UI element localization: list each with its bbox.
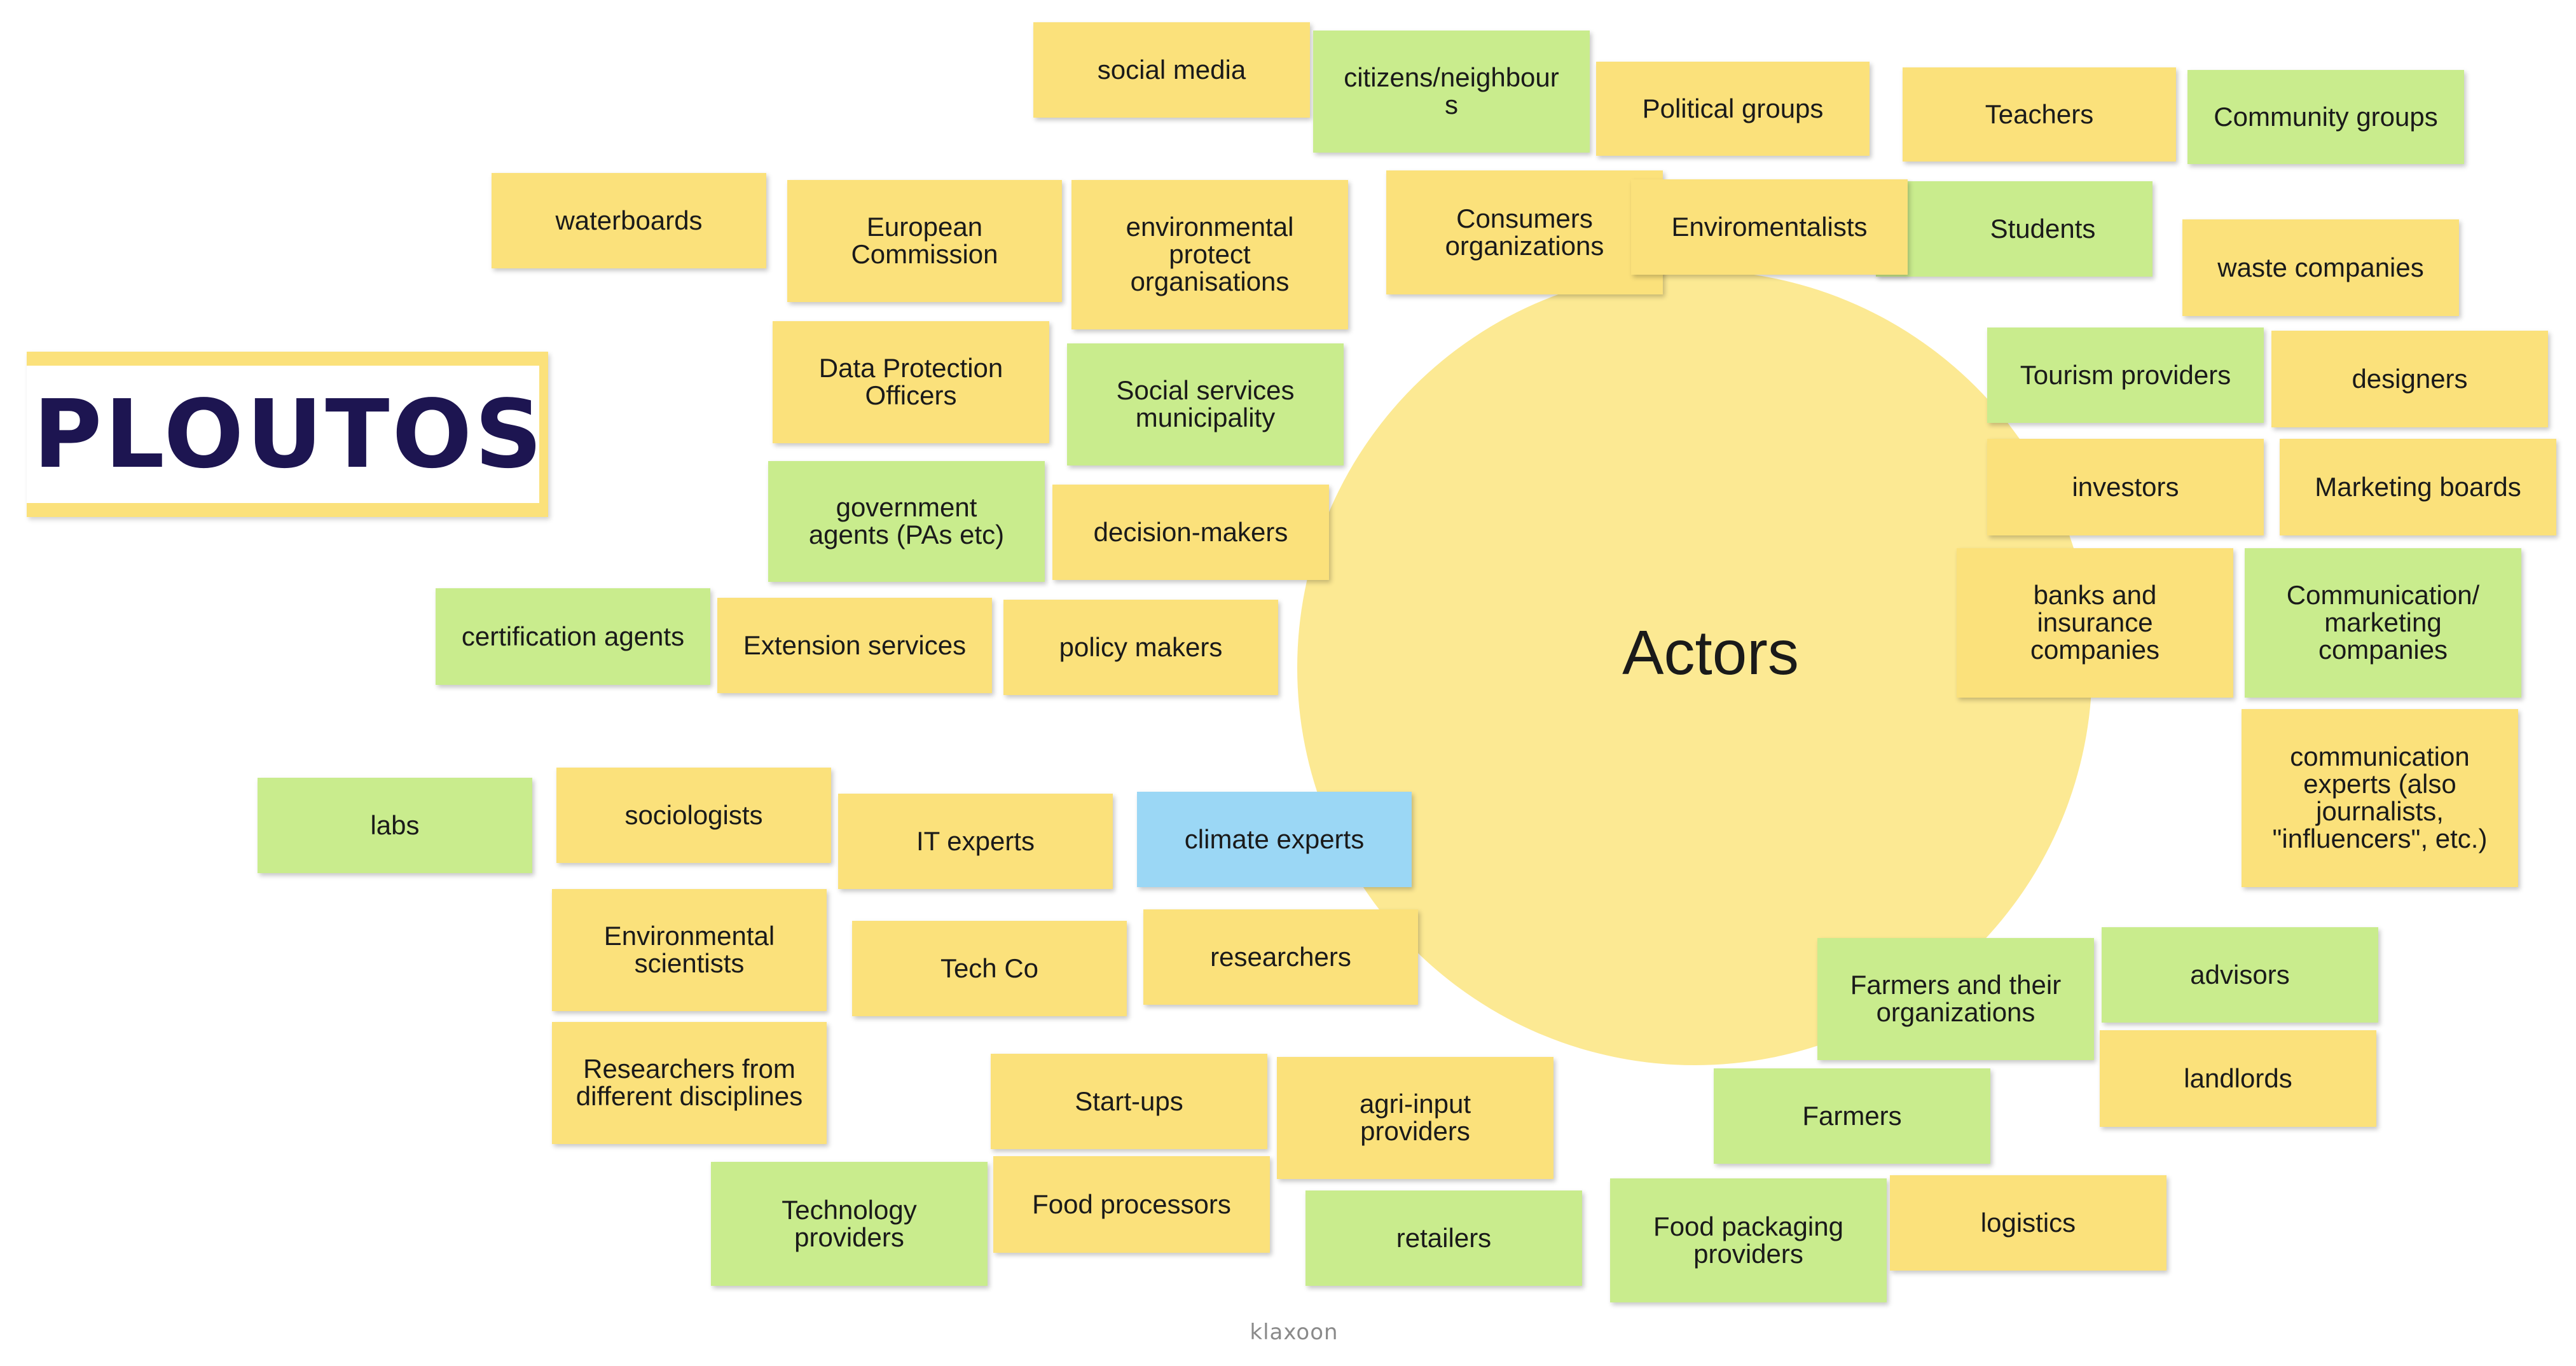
note-certification-agents[interactable]: certification agents (436, 588, 710, 685)
note-start-ups[interactable]: Start-ups (991, 1054, 1267, 1149)
note-teachers[interactable]: Teachers (1903, 67, 2176, 162)
note-social-services[interactable]: Social services municipality (1067, 343, 1344, 466)
note-banks[interactable]: banks and insurance companies (1957, 548, 2233, 698)
note-marketing-boards[interactable]: Marketing boards (2280, 439, 2556, 535)
note-climate-experts[interactable]: climate experts (1137, 792, 1412, 887)
note-government-agents[interactable]: government agents (PAs etc) (768, 461, 1045, 582)
note-students[interactable]: Students (1876, 181, 2152, 277)
note-community-groups[interactable]: Community groups (2187, 70, 2464, 164)
note-environmental-protect[interactable]: environmental protect organisations (1071, 180, 1348, 329)
note-decision-makers[interactable]: decision-makers (1052, 485, 1329, 580)
note-designers[interactable]: designers (2271, 331, 2548, 427)
note-political-groups[interactable]: Political groups (1596, 62, 1870, 156)
note-food-processors[interactable]: Food processors (993, 1156, 1270, 1253)
note-farmers[interactable]: Farmers (1714, 1068, 1990, 1164)
note-labs[interactable]: labs (258, 778, 532, 873)
note-social-media[interactable]: social media (1033, 22, 1310, 118)
note-logistics[interactable]: logistics (1890, 1175, 2166, 1271)
note-researchers-disciplines[interactable]: Researchers from different disciplines (552, 1022, 827, 1144)
note-tourism-providers[interactable]: Tourism providers (1987, 328, 2264, 423)
ploutos-logo: PLOUTOS (27, 352, 548, 517)
note-environmental-scientists[interactable]: Environmental scientists (552, 889, 827, 1011)
note-data-protection[interactable]: Data Protection Officers (773, 321, 1049, 443)
note-waste-companies[interactable]: waste companies (2182, 219, 2459, 316)
note-retailers[interactable]: retailers (1305, 1190, 1582, 1286)
note-agri-input[interactable]: agri-input providers (1277, 1057, 1553, 1179)
note-sociologists[interactable]: sociologists (556, 768, 831, 863)
note-advisors[interactable]: advisors (2102, 927, 2378, 1023)
note-extension-services[interactable]: Extension services (717, 598, 992, 693)
note-landlords[interactable]: landlords (2100, 1030, 2376, 1127)
klaxoon-watermark: klaxoon (1250, 1320, 1339, 1345)
actors-label: Actors (1622, 617, 1799, 687)
note-consumers-organizations[interactable]: Consumers organizations (1386, 170, 1663, 294)
logo-text: PLOUTOS (33, 380, 545, 489)
note-farmers-organizations[interactable]: Farmers and their organizations (1817, 938, 2094, 1060)
note-waterboards[interactable]: waterboards (492, 173, 766, 268)
note-investors[interactable]: investors (1987, 439, 2264, 535)
note-it-experts[interactable]: IT experts (838, 794, 1113, 889)
note-enviromentalists[interactable]: Enviromentalists (1631, 179, 1908, 275)
note-food-packaging[interactable]: Food packaging providers (1610, 1178, 1887, 1302)
note-communication-experts[interactable]: communication experts (also journalists,… (2242, 709, 2518, 887)
note-policy-makers[interactable]: policy makers (1003, 600, 1278, 695)
note-communication-marketing[interactable]: Communication/ marketing companies (2245, 548, 2521, 698)
note-researchers[interactable]: researchers (1143, 909, 1418, 1005)
note-citizens[interactable]: citizens/neighbour s (1313, 31, 1590, 153)
note-technology-providers[interactable]: Technology providers (711, 1162, 988, 1286)
note-european-commission[interactable]: European Commission (787, 180, 1062, 302)
note-tech-co[interactable]: Tech Co (852, 921, 1127, 1016)
